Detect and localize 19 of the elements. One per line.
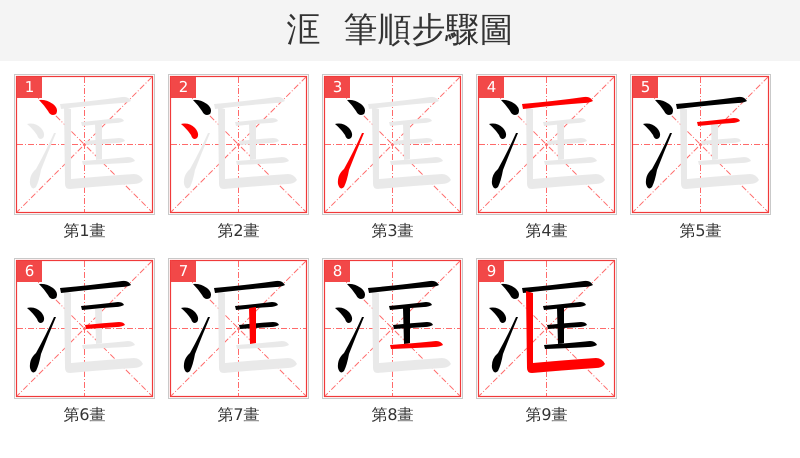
step-number: 9 (479, 261, 504, 282)
step-caption: 第8畫 (371, 405, 414, 424)
page-title: 洭 筆順步驟圖 (286, 10, 514, 50)
step-caption: 第9畫 (525, 405, 568, 424)
step-number: 5 (633, 77, 658, 98)
step-caption: 第3畫 (371, 221, 414, 240)
step-number: 2 (171, 77, 196, 98)
step-caption: 第1畫 (63, 221, 106, 240)
step-caption: 第2畫 (217, 221, 260, 240)
step-number: 7 (171, 261, 196, 282)
step-number: 4 (479, 77, 504, 98)
step-number: 6 (17, 261, 42, 282)
step-caption: 第7畫 (217, 405, 260, 424)
step-caption: 第6畫 (63, 405, 106, 424)
step-caption: 第5畫 (679, 221, 722, 240)
step-number: 8 (325, 261, 350, 282)
step-number: 1 (17, 77, 42, 98)
step-caption: 第4畫 (525, 221, 568, 240)
step-number: 3 (325, 77, 350, 98)
